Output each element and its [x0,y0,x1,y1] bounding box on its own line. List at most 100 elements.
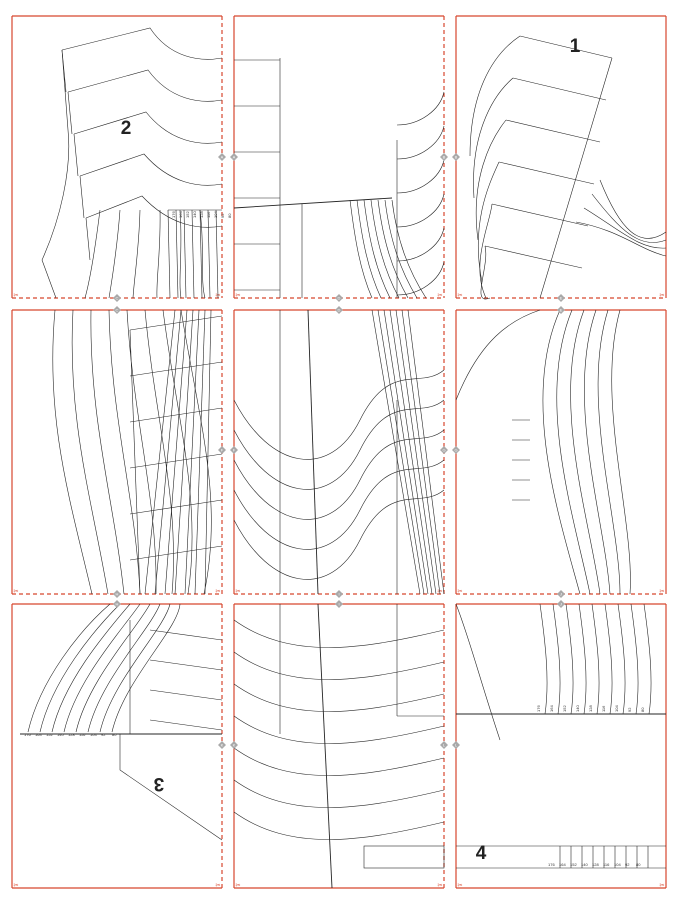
hem-curve [233,619,445,648]
size-label: 80 [112,732,117,737]
size-label: 104 [90,732,97,737]
step-edge [67,91,73,135]
size-label: 176 [536,705,541,712]
grading-line [99,603,171,733]
ruler-line [199,209,203,299]
size-label: 152 [46,732,53,737]
shoulder-step [512,77,607,101]
scissors-icon: ✂ [215,588,220,595]
armhole-curve [475,119,507,241]
grading-line [90,309,125,595]
hem-curve [233,715,445,744]
grading-line [542,309,581,595]
grading-line [377,199,409,299]
diamond-marker-icon [230,741,238,749]
size-label: 80 [227,213,232,218]
grading-line [111,603,181,733]
grading-line [108,309,141,595]
grading-line [539,603,548,715]
grading-line [162,309,193,595]
tile-marker-letter: G [454,448,457,453]
grading-line [27,603,111,733]
tile-marker-letter: C [116,308,119,313]
grading-line [63,603,141,733]
tile-marker-letter: I [338,592,339,597]
diamond-marker-icon [113,590,121,598]
grading-line [389,309,433,595]
collar-step [67,69,223,102]
step-line [129,499,223,515]
grading-line [52,309,93,595]
size-label: 92 [220,213,225,218]
size-label: 104 [614,705,619,712]
neck-curve [599,179,667,239]
scissors-icon: ✂ [457,882,462,889]
scissors-icon: ✂ [659,588,664,595]
grading-line [395,309,437,595]
size-label: 140 [192,211,197,218]
dart-line [194,309,206,595]
inner-edge [129,329,141,595]
dart-line [184,309,200,595]
scissors-icon: ✂ [235,588,240,595]
piece-number: 4 [476,843,487,864]
scissors-icon: ✂ [437,588,442,595]
armhole-curve [473,77,514,199]
collar-step [79,153,223,186]
size-label: 92 [625,862,630,867]
hem-curve [396,91,445,126]
grading-line [180,309,212,595]
grading-line [584,309,611,595]
tile-marker-letter: K [221,743,224,748]
step-line [129,545,223,561]
ruler-line [191,209,195,299]
grading-line [126,309,157,595]
size-label: 116 [601,705,606,712]
grading-line [356,199,382,299]
size-label: 80 [636,862,641,867]
diamond-marker-icon [557,306,565,314]
grading-line [144,309,174,595]
size-label: 116 [603,862,610,867]
armhole-curve [479,203,493,299]
size-label: 176 [548,862,555,867]
diamond-marker-icon [335,590,343,598]
hem-curve [233,683,445,712]
grading-line [71,309,109,595]
tile-marker-letter: E [560,308,563,313]
armhole-curve [469,35,521,157]
hem-curve [233,399,445,490]
tile-marker-letter: E [560,296,563,301]
ruler-line [183,209,187,299]
step-edge [85,217,91,261]
size-label: 152 [562,705,567,712]
scissors-icon: ✂ [437,292,442,299]
grading-line [630,603,639,715]
tile-grid: ✂✂✂✂✂✂✂✂✂✂✂✂✂✂✂✂✂✂ [11,15,667,889]
grading-line [51,603,131,733]
scissors-icon: ✂ [215,882,220,889]
scissors-icon: ✂ [437,882,442,889]
hem-curve [233,429,445,520]
armhole-curve [455,309,541,401]
size-label: 164 [35,732,42,737]
diamond-marker-icon [230,153,238,161]
diamond-marker-icon [113,306,121,314]
tile-marker-letter: C [116,296,119,301]
grading-line [371,309,421,595]
outer-contour [41,49,70,261]
tile-marker-letter: D [338,296,341,301]
step-line [129,315,223,331]
size-label: 140 [57,732,64,737]
tile-marker-letter: K [233,743,236,748]
hem-curve [396,227,445,262]
grading-line [108,209,121,299]
step-line [149,629,223,641]
size-label: 140 [581,862,588,867]
tile-marker-letter: F [221,448,224,453]
tile-marker-letter: F [233,448,236,453]
hem-curve [396,261,445,296]
